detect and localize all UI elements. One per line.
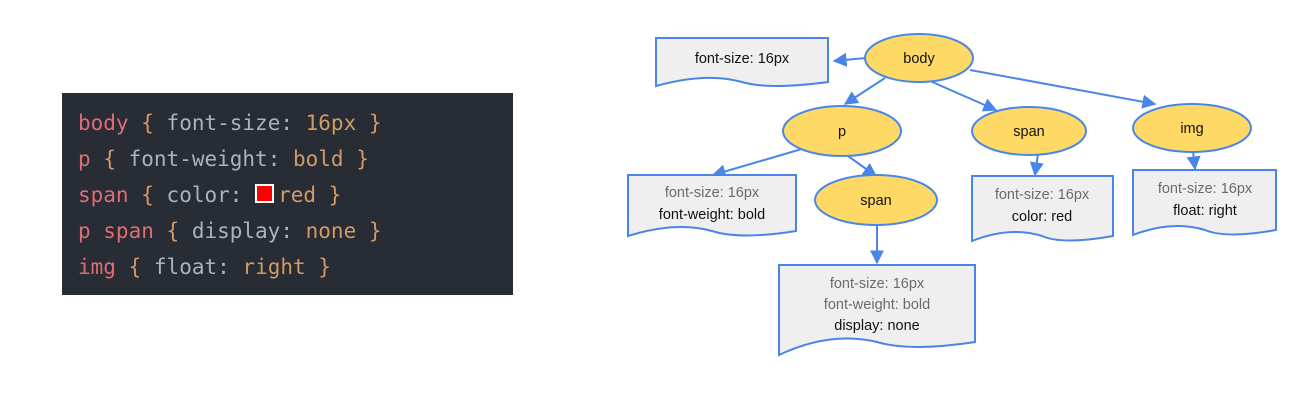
label-line: font-weight: bold — [824, 297, 930, 313]
code-line-img: img { float: right } — [78, 249, 513, 285]
node-label: img — [1180, 121, 1203, 137]
selector: span — [78, 183, 129, 207]
label-line: font-weight: bold — [659, 207, 765, 223]
node-label: span — [860, 193, 891, 209]
property: font-size: — [166, 111, 293, 135]
node-img: img — [1132, 103, 1252, 153]
tree-edges — [711, 52, 1201, 265]
label-body-styles: font-size: 16px — [655, 37, 829, 88]
node-label: p — [838, 124, 846, 140]
edge-body-p — [843, 77, 886, 105]
node-label: body — [903, 51, 935, 67]
edge-body-span — [929, 80, 998, 112]
color-swatch-icon — [255, 184, 275, 203]
edge-img-label — [1186, 150, 1201, 171]
css-code-panel: body { font-size: 16px } p { font-weight… — [62, 93, 513, 295]
code-line-p: p { font-weight: bold } — [78, 141, 513, 177]
open-brace: { — [103, 147, 116, 171]
open-brace: { — [141, 111, 154, 135]
value: right — [242, 255, 306, 279]
edge-p-span — [847, 155, 878, 177]
label-line: font-size: 16px — [665, 185, 760, 201]
close-brace: } — [368, 219, 382, 243]
node-body: body — [864, 33, 974, 83]
close-brace: } — [368, 111, 382, 135]
node-label: span — [1013, 124, 1044, 140]
code-line-body: body { font-size: 16px } — [78, 105, 513, 141]
label-line: display: none — [834, 318, 919, 334]
property: color: — [166, 183, 243, 207]
label-line: color: red — [1012, 209, 1072, 225]
open-brace: { — [166, 219, 180, 243]
close-brace: } — [356, 147, 369, 171]
close-brace: } — [318, 255, 331, 279]
edge-body-label — [832, 52, 867, 67]
node-span-right: span — [971, 106, 1087, 156]
label-span-inner-styles: font-size: 16px font-weight: bold displa… — [778, 264, 976, 357]
label-line: font-size: 16px — [695, 51, 790, 67]
close-brace: } — [328, 183, 342, 207]
value: 16px — [305, 111, 357, 135]
label-span-right-styles: font-size: 16px color: red — [971, 175, 1114, 243]
selector: p span — [78, 219, 154, 243]
edge-body-img — [969, 69, 1157, 109]
open-brace: { — [141, 183, 154, 207]
code-line-span: span { color: red } — [78, 177, 513, 213]
label-p-styles: font-size: 16px font-weight: bold — [627, 174, 797, 238]
node-p: p — [782, 105, 902, 157]
property: float: — [153, 255, 230, 279]
node-span-inner: span — [814, 174, 938, 226]
label-img-styles: font-size: 16px float: right — [1132, 169, 1277, 237]
selector: body — [78, 111, 129, 135]
value: bold — [293, 147, 344, 171]
code-line-p-span: p span { display: none } — [78, 213, 513, 249]
open-brace: { — [128, 255, 142, 279]
value: red — [278, 183, 316, 207]
value: none — [305, 219, 357, 243]
label-line: font-size: 16px — [1158, 181, 1253, 197]
property: font-weight: — [128, 147, 281, 171]
property: display: — [191, 219, 293, 243]
label-line: float: right — [1173, 203, 1237, 219]
label-line: font-size: 16px — [995, 187, 1090, 203]
selector: img — [78, 255, 116, 279]
edge-span-label — [1029, 153, 1044, 177]
selector: p — [78, 147, 91, 171]
label-line: font-size: 16px — [830, 276, 925, 292]
edge-p-label — [711, 145, 813, 179]
